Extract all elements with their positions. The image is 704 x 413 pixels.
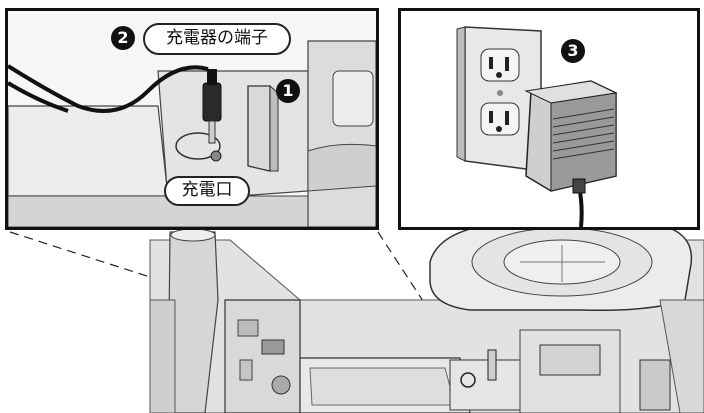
step-badge-1: 1 <box>276 79 300 103</box>
wall-outlet-art <box>401 11 697 227</box>
step-badge-3: 3 <box>561 39 585 63</box>
charging-port-detail-panel: 2 充電器の端子 1 充電口 <box>5 8 379 230</box>
wall-outlet-detail-panel: 3 <box>398 8 700 230</box>
charger-terminal-label: 充電器の端子 <box>143 23 291 55</box>
step-badge-2: 2 <box>111 26 135 50</box>
charging-port-label: 充電口 <box>164 176 250 206</box>
